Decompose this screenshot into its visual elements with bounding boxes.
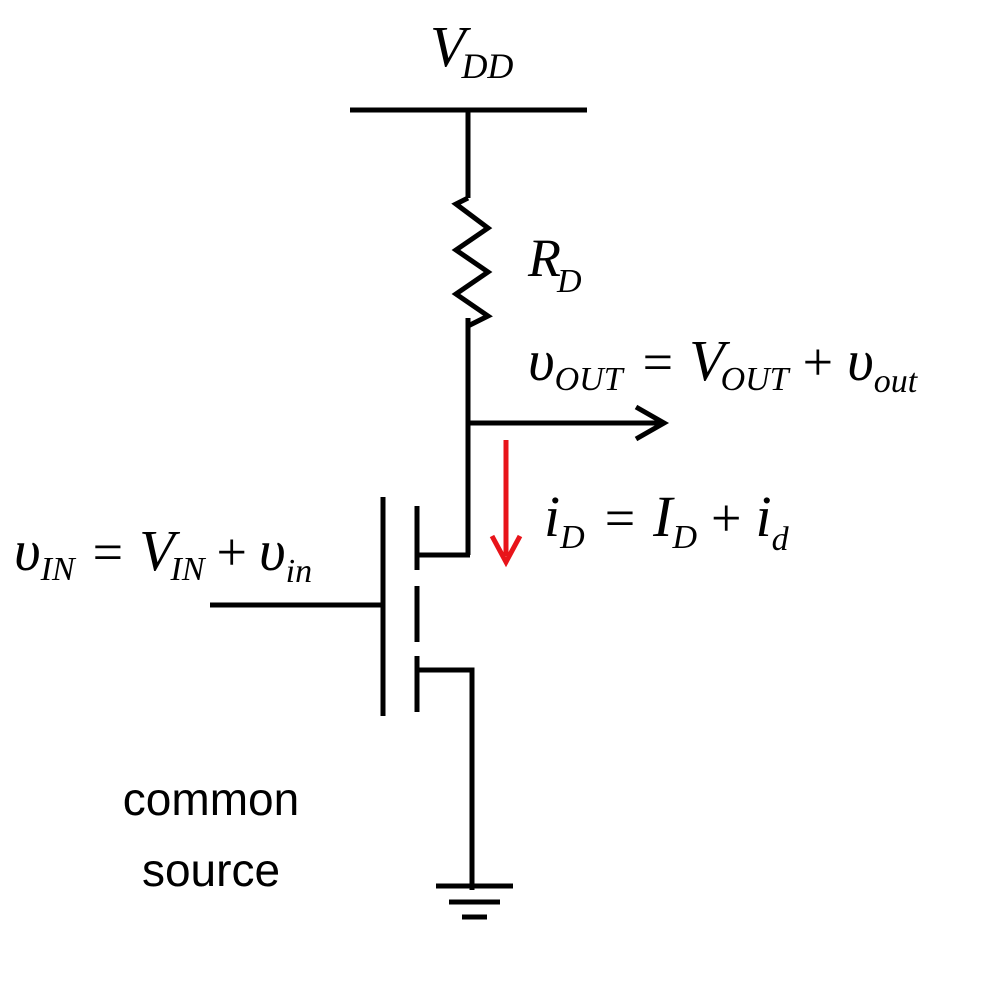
id-dc-symbol: I xyxy=(652,484,675,549)
id-total-subscript: D xyxy=(559,519,585,556)
vout-total-symbol: υ xyxy=(528,328,555,393)
drain-equals: = xyxy=(605,488,635,548)
drain-current-equation: iD=ID+id xyxy=(544,484,790,558)
vout-ac-symbol: υ xyxy=(847,328,874,393)
vin-dc-subscript: IN xyxy=(170,551,207,588)
rd-symbol: R xyxy=(527,228,561,288)
input-equation: υIN=VIN+υin xyxy=(14,518,312,590)
vin-total-subscript: IN xyxy=(40,551,77,588)
id-total-symbol: i xyxy=(544,484,560,549)
id-dc-subscript: D xyxy=(671,519,697,556)
vdd-label: VDD xyxy=(430,14,513,86)
input-equals: = xyxy=(93,522,123,582)
caption-line-2: source xyxy=(142,844,280,896)
id-ac-subscript: d xyxy=(772,521,790,558)
vdd-subscript: DD xyxy=(460,46,513,86)
vout-ac-subscript: out xyxy=(874,363,919,400)
vout-dc-symbol: V xyxy=(689,328,731,393)
caption-line-1: common xyxy=(123,773,299,825)
vout-dc-subscript: OUT xyxy=(721,361,791,398)
vin-total-symbol: υ xyxy=(14,518,41,583)
vout-total-subscript: OUT xyxy=(555,361,625,398)
vin-ac-symbol: υ xyxy=(259,518,286,583)
mosfet-source-to-ground xyxy=(417,667,475,890)
output-arrow-head xyxy=(634,404,670,442)
vin-dc-symbol: V xyxy=(139,518,181,583)
id-ac-symbol: i xyxy=(756,484,772,549)
vin-ac-subscript: in xyxy=(286,553,312,590)
rd-label: RD xyxy=(527,228,582,300)
rd-subscript: D xyxy=(556,263,582,300)
vdd-symbol: V xyxy=(430,14,472,79)
input-plus: + xyxy=(217,522,247,582)
resistor-rd xyxy=(451,195,493,329)
output-equation: υOUT=VOUT+υout xyxy=(528,328,919,400)
drain-plus: + xyxy=(711,488,741,548)
output-plus: + xyxy=(803,332,833,392)
output-equals: = xyxy=(643,332,673,392)
drain-current-arrow-head xyxy=(489,534,523,568)
